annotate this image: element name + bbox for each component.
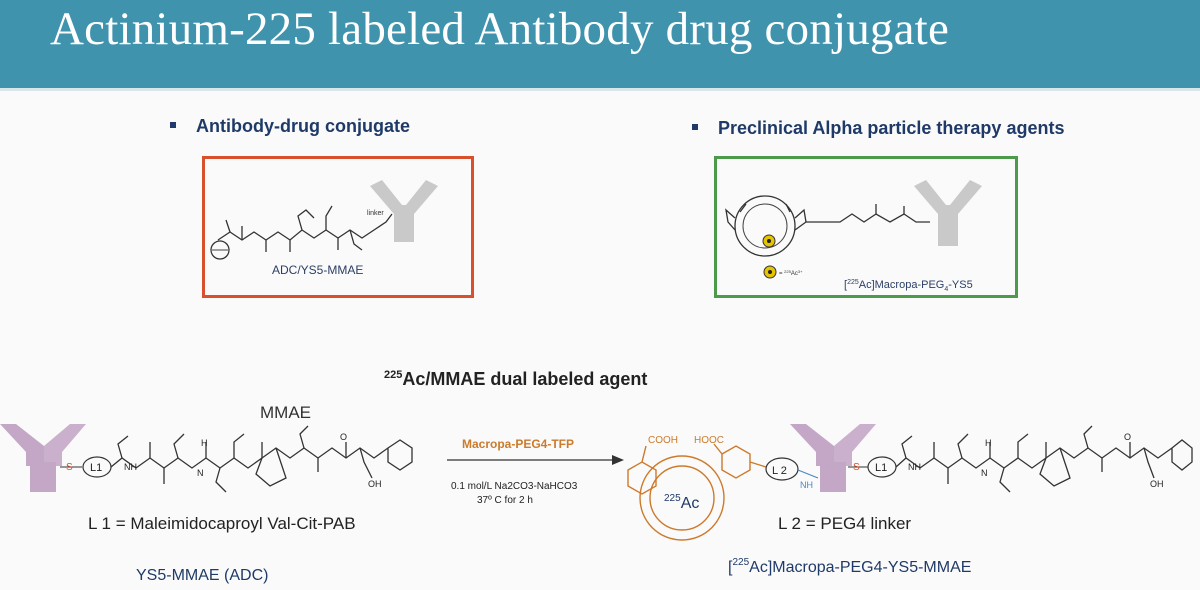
oh-atom-left: OH — [368, 479, 382, 489]
h-atom-1: H — [201, 438, 208, 448]
hooc-label: HOOC — [694, 435, 724, 446]
cooh-label: COOH — [648, 435, 678, 446]
adc-structure-box — [202, 156, 474, 298]
mmae-label: MMAE — [260, 403, 311, 422]
ac-legend: = 225Ac3+ — [779, 269, 803, 277]
title-bar-underline — [0, 88, 1200, 91]
l2-definition: L 2 = PEG4 linker — [778, 514, 911, 533]
adc-caption: ADC/YS5-MMAE — [272, 263, 363, 277]
condition-1: 0.1 mol/L Na2CO3-NaHCO3 — [451, 481, 578, 492]
h-atom-2: H — [985, 438, 992, 448]
mmae-molecule-left — [110, 425, 413, 493]
nh-atom-2: NH — [908, 462, 921, 472]
scheme-heading: 225Ac/MMAE dual labeled agent — [384, 369, 647, 389]
n-atom-1: N — [197, 468, 204, 478]
adc-name: YS5-MMAE (ADC) — [136, 567, 268, 584]
o-atom-2: O — [1124, 432, 1131, 442]
mmae-molecule-right — [895, 425, 1193, 493]
nh-atom-1: NH — [124, 462, 137, 472]
reaction-arrowhead — [612, 455, 624, 465]
radioactive-legend-icon — [763, 265, 777, 279]
bullet-marker — [170, 122, 176, 129]
s-atom-right: S — [853, 462, 860, 473]
radioactive-icon — [762, 234, 776, 248]
nh-atom-right: NH — [800, 480, 813, 490]
bullet-marker — [692, 124, 698, 131]
ys5-antibody-left — [0, 424, 86, 492]
adc-mmae-molecule — [210, 205, 393, 260]
s-atom-left: S — [66, 462, 73, 473]
bullet-antibody-drug-conjugate: Antibody-drug conjugate — [170, 116, 410, 137]
linker-label: linker — [367, 210, 384, 217]
l1-definition: L 1 = Maleimidocaproyl Val-Cit-PAB — [88, 514, 356, 533]
adc-antibody-icon — [370, 180, 438, 242]
slide-title: Actinium-225 labeled Antibody drug conju… — [50, 3, 950, 55]
reagent-label: Macropa-PEG4-TFP — [462, 437, 574, 451]
o-atom-1: O — [340, 432, 347, 442]
alpha-agent-caption: [225Ac]Macropa-PEG4-YS5 — [844, 279, 973, 293]
n-atom-2: N — [981, 468, 988, 478]
l1-tag-text-right: L1 — [875, 462, 887, 474]
alpha-agent-structure-box — [714, 156, 1018, 298]
nh-bond — [797, 469, 819, 479]
alpha-agent-antibody-icon — [914, 180, 982, 246]
l2-tag-text: L 2 — [772, 465, 787, 477]
macropa-peg4-molecule — [725, 195, 930, 257]
bullet-alpha-therapy-agents: Preclinical Alpha particle therapy agent… — [692, 118, 1064, 139]
oh-atom-right: OH — [1150, 479, 1164, 489]
ys5-antibody-right — [790, 424, 876, 492]
condition-2: 37º C for 2 h — [477, 495, 533, 506]
ac-center-label: 225Ac — [664, 493, 699, 512]
macropa-chelator — [627, 443, 767, 541]
title-bar — [0, 0, 1200, 88]
l1-tag-text: L1 — [90, 462, 102, 474]
bullet-text: Preclinical Alpha particle therapy agent… — [718, 118, 1065, 138]
product-name: [225Ac]Macropa-PEG4-YS5-MMAE — [728, 557, 971, 576]
l2-linker-tag — [765, 457, 799, 481]
bullet-text: Antibody-drug conjugate — [196, 116, 410, 136]
